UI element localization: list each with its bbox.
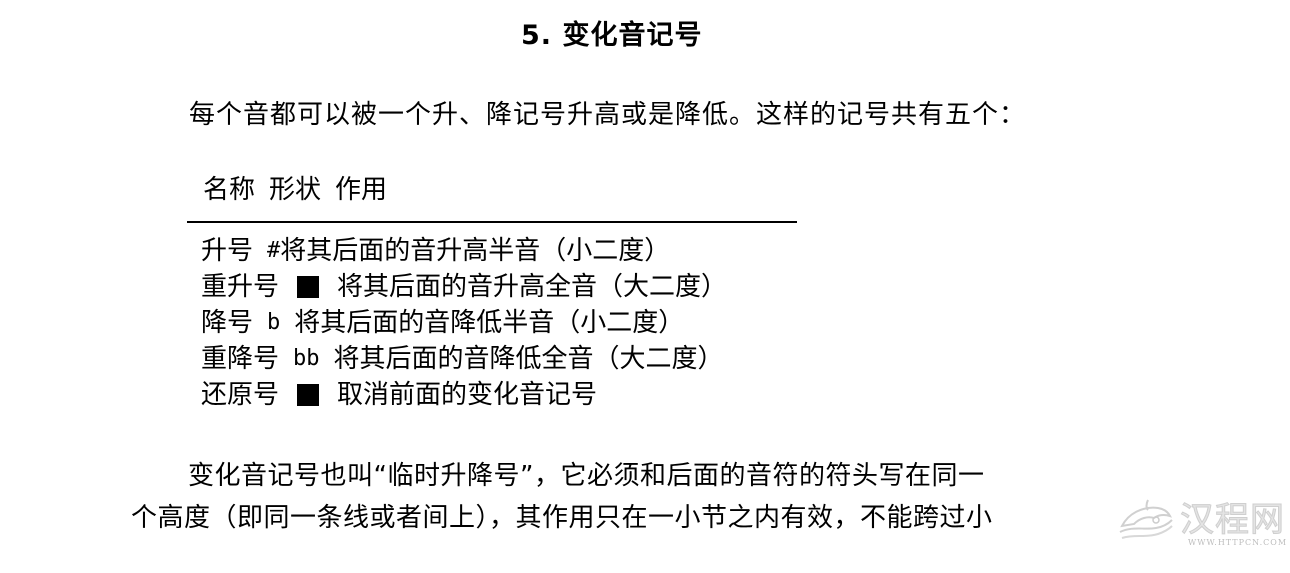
row-effect: 将其后面的音降低全音（大二度） (333, 344, 724, 374)
double-flat-symbol: bb (293, 346, 320, 371)
header-effect: 作用 (335, 175, 388, 205)
accidentals-table: 升号 # 将其后面的音升高半音（小二度） 重升号 将其后面的音升高全音（大二度）… (201, 233, 727, 413)
row-effect: 取消前面的变化音记号 (337, 380, 598, 410)
sharp-symbol: # (267, 238, 281, 263)
double-sharp-symbol-icon (297, 276, 320, 298)
paragraph-line-1: 变化音记号也叫“临时升降号”，它必须和后面的音符的符头写在同一 (188, 461, 985, 491)
dolphin-logo-icon (1119, 499, 1173, 539)
watermark: 汉程网 WWW.HTTPCN.COM (1118, 490, 1286, 556)
row-name: 重降号 (201, 344, 280, 374)
header-shape: 形状 (269, 175, 322, 205)
body-paragraph: 变化音记号也叫“临时升降号”，它必须和后面的音符的符头写在同一 个高度（即同一条… (131, 455, 993, 539)
table-divider (187, 221, 797, 223)
section-title: 5. 变化音记号 (521, 20, 703, 51)
table-header: 名称形状作用 (203, 172, 401, 208)
paragraph-line-2: 个高度（即同一条线或者间上），其作用只在一小节之内有效，不能跨过小 (131, 503, 993, 533)
row-effect: 将其后面的音升高全音（大二度） (337, 272, 728, 302)
row-effect: 将其后面的音降低半音（小二度） (294, 308, 685, 338)
header-name: 名称 (203, 175, 256, 205)
watermark-url: WWW.HTTPCN.COM (1188, 538, 1288, 547)
row-name: 重升号 (201, 272, 280, 302)
watermark-text: 汉程网 (1180, 500, 1285, 541)
table-row-flat: 降号 b 将其后面的音降低半音（小二度） (201, 305, 727, 341)
intro-text: 每个音都可以被一个升、降记号升高或是降低。这样的记号共有五个： (189, 100, 1027, 130)
table-row-double-sharp: 重升号 将其后面的音升高全音（大二度） (201, 269, 727, 305)
table-row-sharp: 升号 # 将其后面的音升高半音（小二度） (201, 233, 727, 269)
row-name: 还原号 (201, 380, 280, 410)
flat-symbol: b (267, 310, 281, 335)
row-name: 升号 (201, 236, 254, 266)
table-row-natural: 还原号 取消前面的变化音记号 (201, 377, 727, 413)
row-name: 降号 (201, 308, 254, 338)
natural-symbol-icon (297, 384, 320, 406)
table-row-double-flat: 重降号 bb 将其后面的音降低全音（大二度） (201, 341, 727, 377)
row-effect: 将其后面的音升高半音（小二度） (280, 236, 671, 266)
